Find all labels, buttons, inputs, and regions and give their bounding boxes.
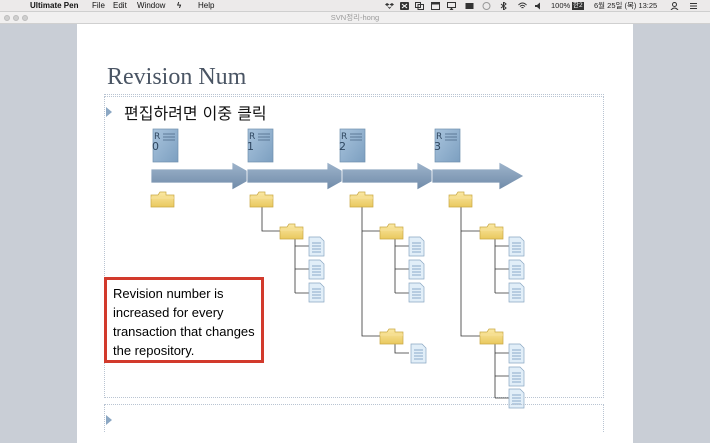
folder-icon (479, 328, 504, 345)
window-titlebar: SVN정리-hong (0, 12, 710, 24)
revision-box-0 (152, 128, 179, 163)
revision-2-number: 2 (339, 140, 346, 153)
zoom-window-button[interactable] (22, 15, 28, 21)
bullet-text[interactable]: 편집하려면 이중 클릭 (124, 104, 267, 123)
document-icon (508, 366, 525, 387)
folder-icon (379, 223, 404, 240)
window-icon[interactable] (431, 2, 440, 10)
callout-text: Revision number is increased for every t… (113, 286, 255, 358)
copy-icon[interactable] (415, 2, 424, 10)
window-title: SVN정리-hong (330, 13, 380, 22)
revision-diagram: R 0 R 1 R 2 R 3 (150, 128, 525, 409)
revision-box-2 (339, 128, 366, 163)
menu-bar: Ultimate Pen File Edit Window ϟ Help 100… (0, 0, 710, 12)
callout-box[interactable]: Revision number is increased for every t… (104, 277, 264, 363)
airplay-icon[interactable] (447, 2, 456, 10)
revision-1-number: 1 (247, 140, 254, 153)
tree-lines (261, 207, 509, 399)
battery-percent: 100% (551, 1, 571, 10)
clock[interactable]: 6월 25일 (목) 13:25 (594, 1, 658, 10)
revision-3-prefix: R (436, 132, 442, 142)
dropbox-icon[interactable] (385, 2, 394, 10)
menu-file[interactable]: File (92, 1, 105, 10)
time-machine-icon[interactable] (482, 2, 491, 10)
document-icon (408, 259, 425, 280)
title-divider (104, 94, 604, 95)
revision-box-1 (247, 128, 274, 163)
close-window-button[interactable] (4, 15, 10, 21)
document-icon (308, 282, 325, 303)
menu-edit[interactable]: Edit (113, 1, 127, 10)
revision-0-prefix: R (154, 132, 160, 142)
folder-icon (479, 223, 504, 240)
input-source-badge[interactable]: 한2 (572, 2, 584, 10)
notes-placeholder[interactable] (104, 404, 604, 432)
folder-icon (249, 191, 274, 208)
bullet-marker (106, 107, 112, 117)
revision-0-number: 0 (152, 140, 159, 153)
revision-2-prefix: R (341, 132, 347, 142)
document-icon (508, 343, 525, 364)
right-gutter (633, 24, 710, 443)
user-icon[interactable] (670, 2, 679, 10)
menu-window[interactable]: Window (137, 1, 166, 10)
notification-center-icon[interactable] (689, 2, 698, 10)
revision-1-prefix: R (249, 132, 255, 142)
app-menu[interactable]: Ultimate Pen (30, 1, 79, 10)
slide-title[interactable]: Revision Num (107, 64, 247, 90)
script-menu-icon[interactable]: ϟ (177, 1, 182, 10)
document-icon (508, 282, 525, 303)
document-icon (408, 236, 425, 257)
app-x-icon[interactable] (400, 2, 409, 10)
document-icon (508, 236, 525, 257)
folder-icon (279, 223, 304, 240)
document-icon (410, 343, 427, 364)
revision-3-number: 3 (434, 140, 441, 153)
mail-icon[interactable] (465, 2, 474, 10)
notes-bullet-marker (106, 415, 112, 425)
folder-icon (448, 191, 473, 208)
folder-icon (150, 191, 175, 208)
document-icon (308, 236, 325, 257)
volume-icon[interactable] (535, 2, 544, 10)
document-icon (308, 259, 325, 280)
document-icon (408, 282, 425, 303)
folder-icon (379, 328, 404, 345)
slide-page[interactable]: Revision Num 편집하려면 이중 클릭 (77, 24, 633, 443)
folder-icon (349, 191, 374, 208)
content-placeholder[interactable] (104, 96, 604, 398)
menu-help[interactable]: Help (198, 1, 215, 10)
document-icon (508, 259, 525, 280)
wifi-icon[interactable] (518, 2, 527, 10)
revision-box-3 (434, 128, 461, 163)
minimize-window-button[interactable] (13, 15, 19, 21)
left-gutter (0, 24, 77, 443)
timeline-arrow (150, 161, 525, 191)
bluetooth-icon[interactable] (499, 2, 508, 10)
